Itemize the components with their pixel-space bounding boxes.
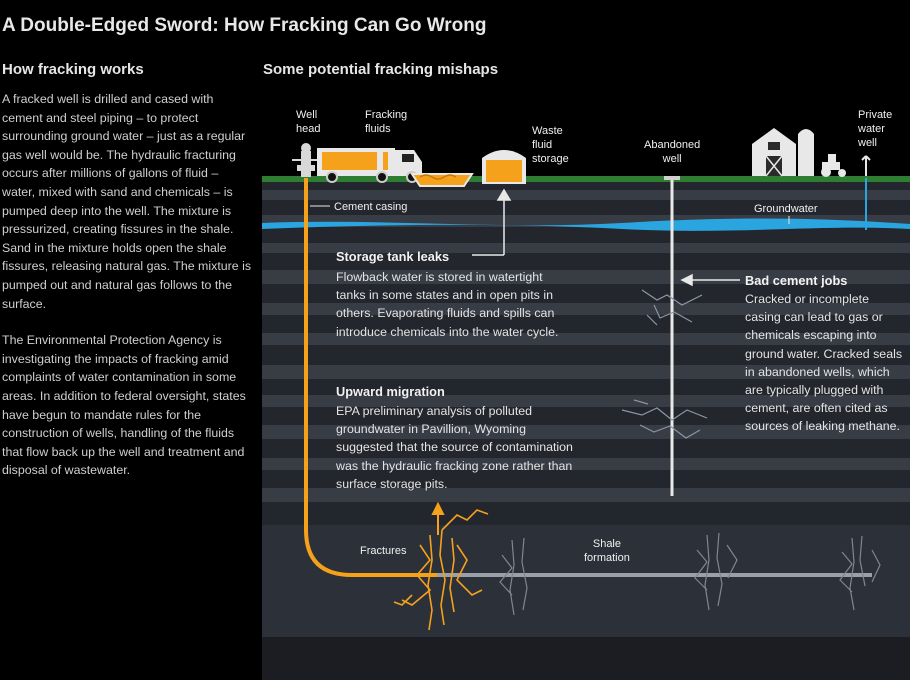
ground-surface [262,176,910,182]
groundwater-layer [262,218,910,231]
fracking-diagram: Well head Fracking fluids Waste fluid st… [262,90,910,680]
abandoned-well-cracks [621,289,708,439]
upward-migration-text: EPA preliminary analysis of polluted gro… [336,404,573,491]
cement-arrow [680,273,740,287]
wellhead-icon [292,143,320,177]
tractor-icon [821,154,846,177]
storage-tank-leaks-text: Flowback water is stored in watertight t… [336,270,559,339]
fracking-fluids-label: Fracking fluids [365,109,408,135]
private-well-icon [861,155,871,230]
paragraph-2: The Environmental Protection Agency is i… [2,333,246,478]
fractures-label: Fractures [360,545,407,557]
shale-formation [262,525,910,637]
upward-migration-title: Upward migration [336,384,445,399]
well-bore [304,178,872,577]
fracking-truck-icon [317,148,422,183]
storage-tank-leaks-title: Storage tank leaks [336,249,450,264]
groundwater-label: Groundwater [754,203,818,215]
section-heading-how-fracking-works: How fracking works [2,61,144,78]
active-fractures [393,509,489,631]
upward-migration-arrow [431,501,445,535]
abandoned-well-label: Abandoned well [644,139,701,165]
waste-fluid-storage-label: Waste fluid storage [532,125,569,165]
well-head-label: Well head [296,109,321,135]
page-title: A Double-Edged Sword: How Fracking Can G… [2,15,487,36]
section-heading-mishaps: Some potential fracking mishaps [263,61,499,78]
cross-section-svg [262,128,910,680]
bad-cement-jobs-text: Cracked or incomplete casing can lead to… [745,292,903,434]
private-water-well-label: Private water well [858,109,893,149]
explanation-text: A fracked well is drilled and cased with… [2,90,252,498]
open-pit-icon [410,173,474,187]
paragraph-1: A fracked well is drilled and cased with… [2,92,252,311]
storage-tank-icon [482,150,526,184]
abandoned-well-icon [664,176,680,496]
storage-arrow [472,188,512,256]
bad-cement-jobs-title: Bad cement jobs [745,273,848,288]
shale-formation-label: Shale formation [584,538,630,564]
fracture-zones [499,532,881,616]
cement-casing-label: Cement casing [334,201,408,213]
barn-icon [752,128,814,177]
